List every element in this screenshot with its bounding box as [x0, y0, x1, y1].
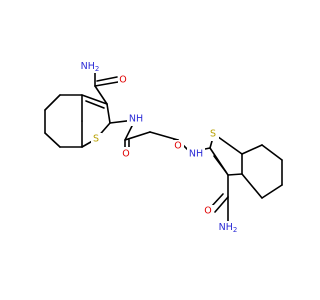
oxygen-label: O	[204, 206, 211, 217]
atom-s-left: S	[91, 133, 102, 146]
atom-s-right: S	[208, 128, 219, 141]
nitrogen-label: NH2	[219, 222, 238, 235]
bond	[227, 173, 243, 176]
oxygen-label: O	[174, 141, 181, 152]
bond	[94, 85, 108, 105]
right-benzothiophene	[209, 133, 283, 223]
bond	[241, 173, 263, 199]
atom-labels: NH2 O S NH O O S NH	[78, 60, 242, 234]
left-benzothiophene	[44, 71, 119, 148]
atom-o-amide-top: O	[118, 74, 129, 87]
atom-nh2-top: NH2	[78, 60, 104, 73]
molecule-structure-diagram: NH2 O S NH O O S NH	[44, 60, 283, 234]
atom-o-amide-bottom: O	[203, 205, 214, 218]
bond	[85, 100, 105, 109]
oxygen-label: O	[122, 149, 129, 160]
bond	[241, 144, 263, 155]
bond	[261, 144, 283, 161]
subscript: 2	[233, 226, 237, 234]
bond	[261, 184, 283, 199]
sulfur-label: S	[210, 129, 216, 140]
bond	[214, 196, 229, 213]
oxygen-label: O	[119, 75, 126, 86]
nitrogen-label: NH2	[81, 61, 100, 74]
bond	[94, 81, 119, 87]
sulfur-label: S	[93, 134, 99, 145]
bond	[44, 132, 61, 148]
bond	[213, 155, 227, 173]
nitrogen-label: NH	[189, 149, 203, 160]
bond	[44, 94, 61, 111]
bond	[106, 103, 111, 124]
bond	[124, 131, 151, 141]
molecule-canvas: NH2 O S NH O O S NH	[44, 60, 283, 234]
atom-nh2-bottom: NH2	[216, 221, 242, 234]
bond	[81, 94, 108, 105]
bond	[96, 76, 118, 82]
subscript: 2	[95, 65, 99, 73]
atom-o-linker-right: O	[173, 140, 184, 153]
nitrogen-label: NH	[129, 114, 143, 125]
atom-nh-right: NH	[187, 148, 205, 161]
atom-o-linker-left: O	[121, 147, 132, 160]
atom-nh-left: NH	[127, 113, 145, 126]
bond	[210, 193, 224, 208]
bond	[149, 131, 179, 141]
